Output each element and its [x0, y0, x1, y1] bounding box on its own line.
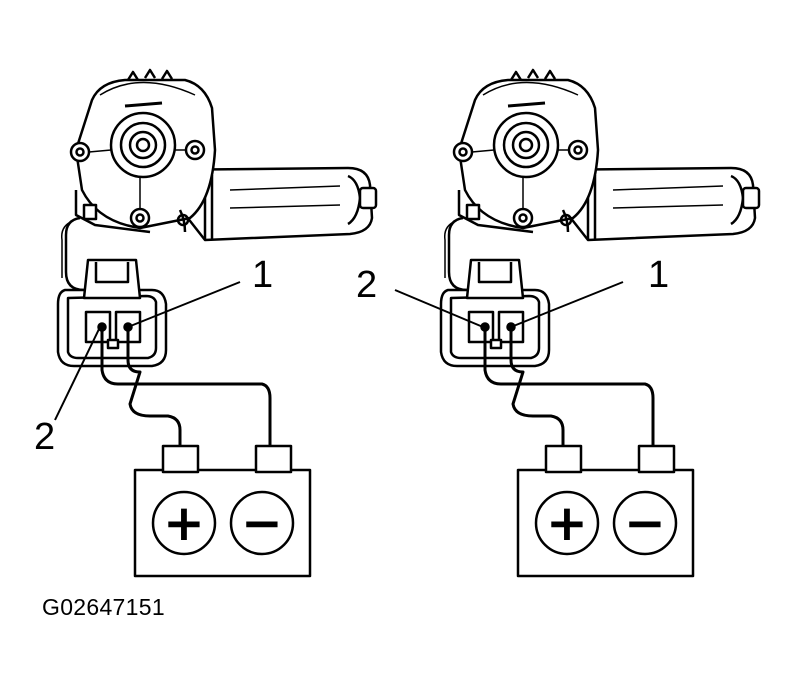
- right-motor-assembly: + −: [394, 68, 761, 578]
- right-callout-2: 2: [356, 264, 378, 306]
- left-callout-1: 1: [252, 254, 274, 296]
- right-callout-1: 1: [648, 254, 670, 296]
- left-battery-negative-symbol: −: [241, 494, 283, 552]
- left-callout-2: 2: [34, 416, 56, 458]
- figure-id: G02647151: [42, 594, 165, 620]
- left-callout-2-leader: [54, 326, 101, 421]
- left-motor-assembly: + −: [54, 68, 378, 578]
- right-battery-positive-symbol: +: [546, 494, 588, 552]
- right-battery-negative-symbol: −: [624, 494, 666, 552]
- left-battery-positive-symbol: +: [163, 494, 205, 552]
- right-callout-2-leader: [394, 289, 484, 328]
